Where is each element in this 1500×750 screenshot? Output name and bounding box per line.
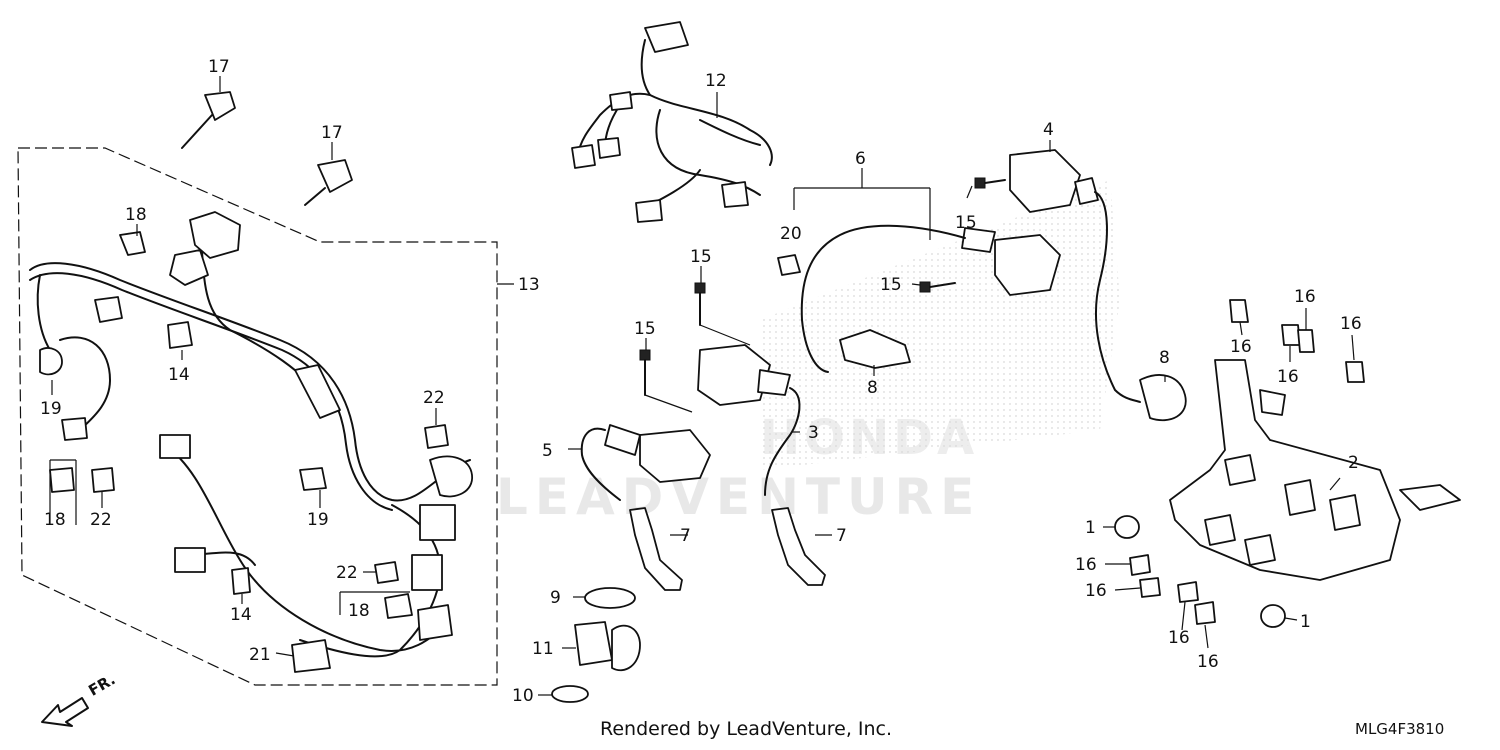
- callout-16: 16: [1085, 581, 1107, 601]
- harness-clips: [49, 231, 449, 673]
- callout-19: 19: [307, 510, 329, 530]
- callout-16: 16: [1277, 367, 1299, 387]
- callout-numbers: 17 17 18 12 13 4 6 15 20 15 15 15 14 19 …: [40, 57, 1362, 706]
- callout-15: 15: [634, 319, 656, 339]
- callout-16: 16: [1197, 652, 1219, 672]
- callout-16: 16: [1294, 287, 1316, 307]
- callout-22: 22: [336, 563, 358, 583]
- callout-2: 2: [1348, 453, 1359, 473]
- callout-21: 21: [249, 645, 271, 665]
- callout-22: 22: [90, 510, 112, 530]
- callout-8: 8: [1159, 348, 1170, 368]
- callout-16: 16: [1340, 314, 1362, 334]
- callout-4: 4: [1043, 120, 1054, 140]
- callout-9: 9: [550, 588, 561, 608]
- callout-13: 13: [518, 275, 540, 295]
- callout-11: 11: [532, 639, 554, 659]
- callout-8: 8: [867, 378, 878, 398]
- callout-15: 15: [880, 275, 902, 295]
- callout-7: 7: [680, 526, 691, 546]
- callout-18: 18: [125, 205, 147, 225]
- callout-14: 14: [168, 365, 190, 385]
- callout-6: 6: [855, 149, 866, 169]
- callout-17: 17: [208, 57, 230, 77]
- callout-5: 5: [542, 441, 553, 461]
- cable-ties: [181, 91, 353, 206]
- ignition-coil-upper: [800, 149, 1187, 422]
- diagram-code: MLG4F3810: [1355, 720, 1445, 738]
- callout-18: 18: [44, 510, 66, 530]
- callout-19: 19: [40, 399, 62, 419]
- sub-harness: [571, 21, 773, 223]
- callout-16: 16: [1230, 337, 1252, 357]
- callout-1: 1: [1300, 612, 1311, 632]
- callout-7: 7: [836, 526, 847, 546]
- coil-bracket-leader: [793, 168, 931, 240]
- callout-15: 15: [955, 213, 977, 233]
- main-wire-harness: [29, 211, 473, 658]
- callout-22: 22: [423, 388, 445, 408]
- rendered-by-credit: Rendered by LeadVenture, Inc.: [600, 718, 893, 740]
- callout-14: 14: [230, 605, 252, 625]
- small-parts: [551, 587, 641, 703]
- spark-plug-caps: [629, 507, 826, 591]
- callout-12: 12: [705, 71, 727, 91]
- leader-lines: [51, 76, 1355, 696]
- callout-16: 16: [1075, 555, 1097, 575]
- callout-17: 17: [321, 123, 343, 143]
- callout-10: 10: [512, 686, 534, 706]
- ignition-coil-3: [697, 344, 801, 496]
- callout-15: 15: [690, 247, 712, 267]
- clip-nuts: [1129, 299, 1365, 625]
- callout-18: 18: [348, 601, 370, 621]
- battery-tray: [1169, 359, 1461, 581]
- bolts: [639, 177, 1006, 413]
- callout-3: 3: [808, 423, 819, 443]
- front-direction-arrow-icon: [41, 697, 89, 727]
- leadventure-watermark: LEADVENTURE: [496, 468, 982, 526]
- wire-clip: [777, 254, 801, 276]
- callout-20: 20: [780, 224, 802, 244]
- callout-1: 1: [1085, 518, 1096, 538]
- harness-group-outline: [17, 147, 514, 686]
- ignition-coil-5: [580, 424, 711, 501]
- callout-16: 16: [1168, 628, 1190, 648]
